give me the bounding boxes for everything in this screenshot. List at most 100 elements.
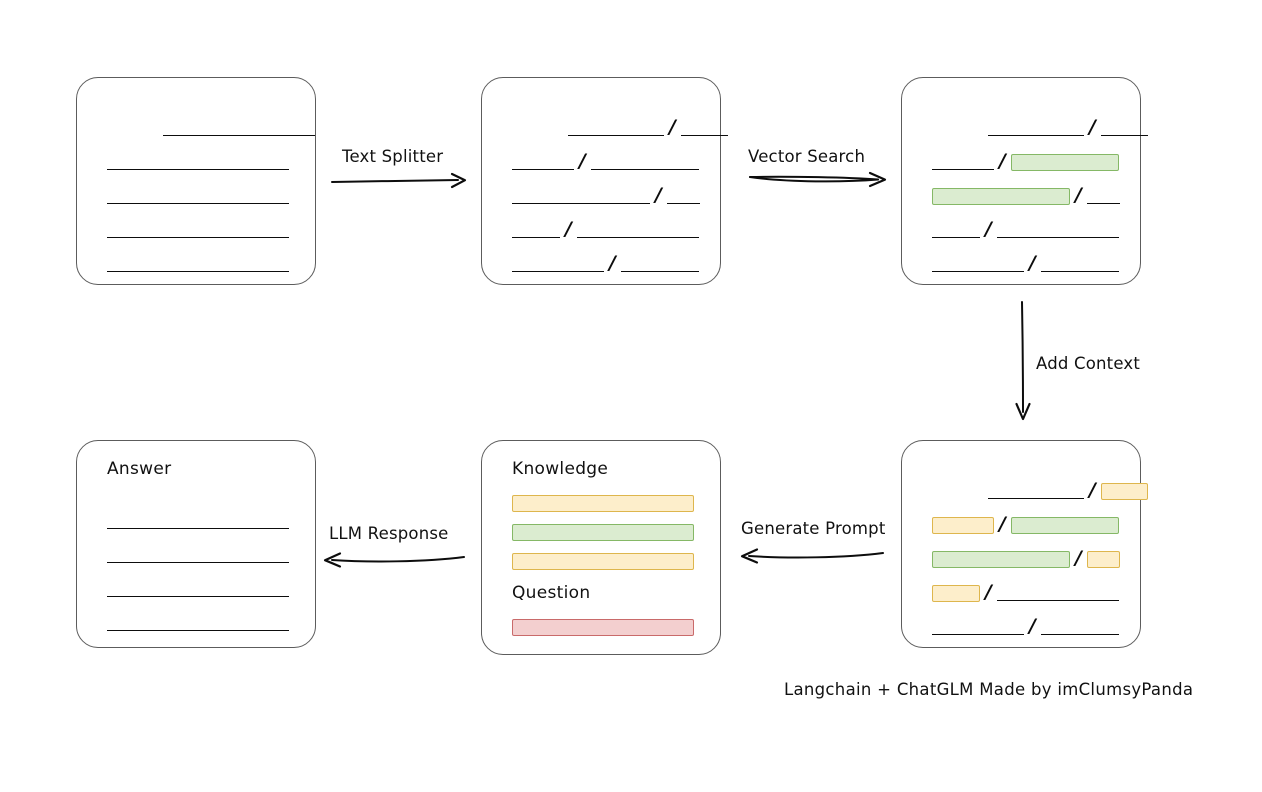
split-document-box[interactable]: / / / / / xyxy=(481,77,728,285)
text-line xyxy=(988,498,1084,499)
document-line: / xyxy=(932,185,1120,206)
document-line xyxy=(107,545,289,565)
text-line xyxy=(512,237,560,238)
segment-separator: / xyxy=(655,183,662,206)
arrow-generate-prompt xyxy=(740,548,884,564)
segment-separator: / xyxy=(669,115,676,138)
split-document-rows: / / / / / xyxy=(482,78,728,284)
source-document-rows xyxy=(77,78,315,284)
segment-separator: / xyxy=(1029,251,1036,274)
text-line xyxy=(620,271,699,272)
document-line xyxy=(107,579,289,599)
segment-separator: / xyxy=(985,580,992,603)
document-line xyxy=(163,118,315,138)
text-line xyxy=(163,135,315,136)
text-line xyxy=(107,630,289,631)
text-line xyxy=(666,203,700,204)
text-line xyxy=(107,562,289,563)
document-line: / xyxy=(988,478,1148,501)
highlight-bar-green xyxy=(1010,153,1119,171)
document-line: / xyxy=(568,115,728,138)
highlight-bar-green xyxy=(1010,516,1119,534)
text-line xyxy=(1040,271,1119,272)
segment-separator: / xyxy=(1089,115,1096,138)
text-line xyxy=(932,169,994,170)
text-line xyxy=(1040,634,1119,635)
segment-separator: / xyxy=(579,149,586,172)
edge-label-llm-response: LLM Response xyxy=(329,524,449,543)
text-line xyxy=(512,271,604,272)
highlight-bar-yellow xyxy=(932,584,980,602)
text-line xyxy=(568,135,664,136)
text-line xyxy=(996,237,1119,238)
document-line: / xyxy=(932,217,1119,240)
answer-box[interactable]: Answer xyxy=(76,440,316,648)
highlight-bar-yellow xyxy=(932,516,994,534)
arrow-add-context xyxy=(1015,301,1031,421)
document-line xyxy=(107,254,289,274)
question-bars xyxy=(482,441,720,654)
matched-document-box[interactable]: / / / / / xyxy=(901,77,1148,285)
prompt-bar-green xyxy=(512,524,694,541)
arrow-vector-search xyxy=(749,171,887,188)
text-line xyxy=(1086,203,1120,204)
segment-separator: / xyxy=(565,217,572,240)
text-line xyxy=(932,634,1024,635)
arrow-llm-response xyxy=(323,552,465,568)
source-document-box[interactable] xyxy=(76,77,316,285)
arrow-text-splitter xyxy=(331,172,467,189)
text-line xyxy=(107,528,289,529)
text-line xyxy=(932,271,1024,272)
knowledge-bars xyxy=(482,441,720,654)
prompt-bar-yellow xyxy=(512,553,694,570)
segment-separator: / xyxy=(985,217,992,240)
segment-separator: / xyxy=(999,149,1006,172)
document-line: / xyxy=(932,251,1119,274)
document-line: / xyxy=(932,546,1120,569)
text-line xyxy=(590,169,699,170)
segment-separator: / xyxy=(609,251,616,274)
edge-label-add-context: Add Context xyxy=(1036,354,1141,373)
prompt-box[interactable]: Knowledge Question xyxy=(481,440,721,655)
text-line xyxy=(932,237,980,238)
text-line xyxy=(680,135,728,136)
document-line: / xyxy=(988,115,1148,138)
segment-separator: / xyxy=(999,512,1006,535)
document-line: / xyxy=(932,616,1119,637)
text-line xyxy=(107,271,289,272)
matched-document-rows: / / / / / xyxy=(902,78,1148,284)
question-label: Question xyxy=(512,583,591,603)
document-line xyxy=(107,220,289,240)
document-line xyxy=(107,186,289,206)
prompt-bar-red xyxy=(512,619,694,636)
prompt-bar-yellow xyxy=(512,495,694,512)
edge-label-text-splitter: Text Splitter xyxy=(342,147,444,166)
text-line xyxy=(996,600,1119,601)
document-line: / xyxy=(932,149,1119,172)
answer-title: Answer xyxy=(107,459,172,479)
document-line xyxy=(107,152,289,172)
knowledge-label: Knowledge xyxy=(512,459,609,479)
text-line xyxy=(107,596,289,597)
segment-separator: / xyxy=(1089,478,1096,501)
context-document-rows: / / / / / xyxy=(902,441,1148,647)
document-line xyxy=(107,511,289,531)
answer-rows xyxy=(77,441,315,647)
text-line xyxy=(576,237,699,238)
edge-label-vector-search: Vector Search xyxy=(748,147,866,166)
context-document-box[interactable]: / / / / / xyxy=(901,440,1148,648)
diagram-caption: Langchain + ChatGLM Made by imClumsyPand… xyxy=(784,680,1194,699)
document-line: / xyxy=(512,251,699,274)
text-line xyxy=(107,237,289,238)
text-line xyxy=(512,169,574,170)
text-line xyxy=(107,169,289,170)
document-line: / xyxy=(512,149,699,172)
edge-label-generate-prompt: Generate Prompt xyxy=(741,519,886,538)
document-line: / xyxy=(932,512,1119,535)
highlight-bar-green xyxy=(932,187,1070,205)
segment-separator: / xyxy=(1075,546,1082,569)
highlight-bar-yellow xyxy=(1086,550,1120,568)
highlight-bar-yellow xyxy=(1100,482,1148,500)
text-line xyxy=(1100,135,1148,136)
